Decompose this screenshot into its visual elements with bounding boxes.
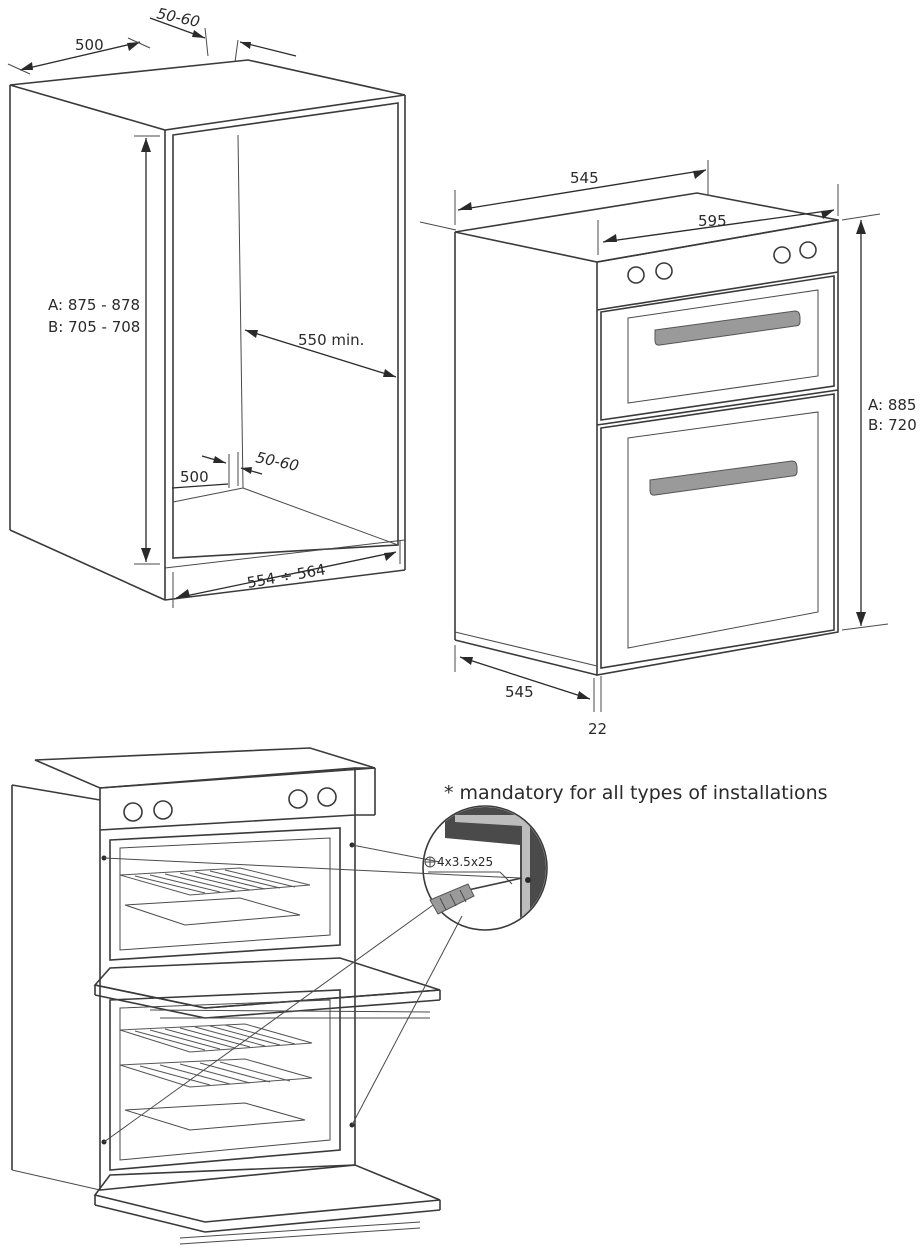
cabinet-height-b-label: B: 705 - 708 — [48, 318, 140, 336]
knob-icon — [317, 787, 337, 807]
knob-icon — [799, 241, 817, 259]
screw-detail-magnifier: 4x3.5x25 — [422, 805, 548, 931]
cabinet-gap-top-label: 50-60 — [155, 4, 201, 31]
knob-icon — [773, 246, 791, 264]
upper-door-handle — [654, 310, 801, 346]
knob-icon — [627, 266, 645, 284]
installation-drawing: 4x3.5x25 * mandatory for all types of in… — [11, 747, 828, 1245]
oven-height-a-label: A: 885 — [868, 396, 916, 414]
installation-note: * mandatory for all types of installatio… — [444, 782, 828, 804]
screwdriver-icon — [429, 877, 523, 915]
screw-spec-label: 4x3.5x25 — [437, 855, 493, 869]
cabinet-depth-label: 500 — [75, 36, 104, 54]
cabinet-inner-depth-label: 550 min. — [298, 331, 364, 349]
cabinet-gap-bottom-label: 50-60 — [254, 448, 300, 475]
cabinet-width-label: 554 ÷ 564 — [246, 560, 327, 592]
oven-door-thickness-label: 22 — [588, 720, 607, 738]
knob-icon — [153, 800, 173, 820]
oven-height-b-label: B: 720 — [868, 416, 917, 434]
lower-door-handle — [649, 460, 798, 496]
oven-drawing: 545 595 A: 885 B: 720 545 22 — [419, 160, 917, 738]
upper-oven-rack — [119, 867, 311, 926]
oven-width-label: 595 — [698, 212, 727, 230]
knob-icon — [655, 262, 673, 280]
cabinet-height-a-label: A: 875 - 878 — [48, 296, 140, 314]
knob-icon — [123, 802, 143, 822]
cabinet-base-depth-label: 500 — [180, 468, 209, 486]
oven-depth-bottom-label: 545 — [505, 683, 534, 701]
oven-depth-top-label: 545 — [570, 169, 599, 187]
knob-icon — [288, 789, 308, 809]
lower-oven-rack — [119, 1023, 313, 1131]
cabinet-drawing: 500 50-60 A: 875 - 878 B: 705 - 708 550 … — [7, 4, 406, 608]
